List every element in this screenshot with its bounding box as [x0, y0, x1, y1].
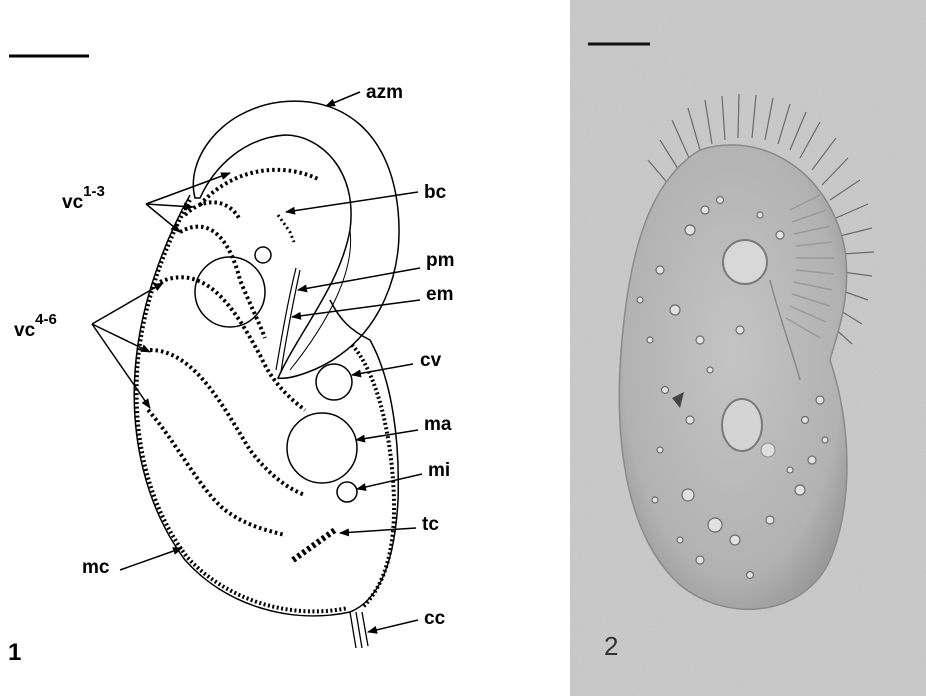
azm-inner-line — [290, 230, 351, 370]
label-em: em — [426, 284, 453, 305]
nucleus-upper — [723, 240, 767, 284]
panel-1-drawing: azm bc pm em cv ma mi tc cc mc vc1-3 vc4… — [8, 56, 455, 666]
label-ma: ma — [424, 414, 452, 435]
label-pm: pm — [426, 250, 455, 271]
ventral-cirri-row-6 — [148, 410, 285, 535]
label-bc: bc — [424, 182, 447, 203]
adoral-zone-membranelles — [193, 101, 399, 378]
ventral-cirri-row-4 — [160, 277, 305, 410]
label-vc-4-6-base: vc — [14, 320, 36, 341]
label-vc-1-3-sup: 1-3 — [83, 183, 105, 200]
micronucleus — [337, 482, 357, 502]
label-vc-1-3: vc1-3 — [62, 183, 105, 213]
buccal-cirri — [278, 215, 294, 242]
ventral-cirri-row-3 — [180, 227, 265, 338]
label-cv: cv — [420, 350, 442, 371]
label-tc: tc — [422, 514, 439, 535]
label-mi: mi — [428, 460, 450, 481]
transverse-cirri — [293, 530, 335, 560]
ventral-cirri-row-1 — [200, 170, 320, 205]
label-vc-4-6: vc4-6 — [14, 311, 57, 341]
label-vc-4-6-sup: 4-6 — [35, 311, 57, 328]
cell-body-outline — [134, 195, 398, 616]
undulating-membranes — [276, 268, 300, 372]
marginal-cirri-row — [137, 200, 348, 611]
small-vacuole — [255, 247, 271, 263]
contractile-vacuole — [316, 364, 352, 400]
nucleus-lower — [722, 399, 762, 451]
ventral-cirri-row-2 — [185, 202, 240, 220]
panel-number-1: 1 — [8, 639, 21, 666]
large-vacuole — [195, 257, 265, 327]
label-azm: azm — [366, 82, 403, 103]
label-mc: mc — [82, 557, 110, 578]
label-vc-1-3-base: vc — [62, 192, 84, 213]
label-cc: cc — [424, 608, 446, 629]
macronucleus — [287, 413, 357, 483]
panel-2-micrograph: 2 — [570, 0, 926, 696]
panel-number-2: 2 — [604, 631, 618, 661]
caudal-cirri — [350, 612, 368, 648]
